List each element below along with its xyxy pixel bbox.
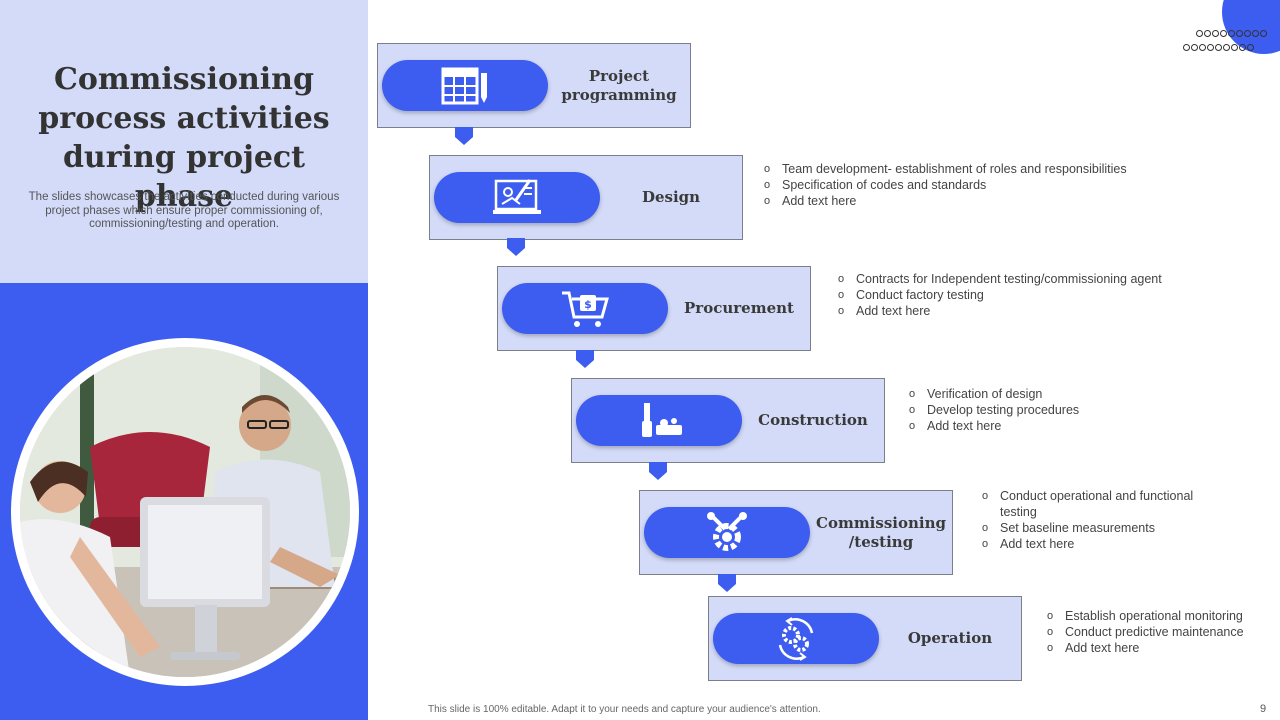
bullet-item: Conduct predictive maintenance [1047,624,1244,640]
decorative-dots-row-2 [1183,44,1254,51]
operation-bullets: Establish operational monitoring Conduct… [1047,608,1244,656]
bullet-item: Develop testing procedures [909,402,1079,418]
step-icon-pill: $ [502,283,668,334]
office-photo [11,338,359,686]
step-arrow-4 [649,462,667,480]
slide-title: Commissioning process activities during … [38,62,330,214]
office-scene-illustration [20,347,350,677]
step-label: Project programming [561,66,677,104]
commissioning-bullets: Conduct operational and functional testi… [982,488,1222,552]
step-project-programming: Project programming [377,43,691,128]
bullet-item: Team development- establishment of roles… [764,161,1127,177]
step-icon-pill [644,507,810,558]
step-operation: Operation [708,596,1022,681]
step-label: Design [641,188,701,206]
gear-wrench-icon [707,511,747,551]
decorative-dots-row-1 [1196,30,1267,37]
step-label: Operation [907,629,993,647]
step-icon-pill [576,395,742,446]
step-arrow-1 [455,127,473,145]
step-arrow-3 [576,350,594,368]
svg-text:$: $ [584,298,592,311]
gears-cycle-icon [778,616,814,661]
bullet-item: Establish operational monitoring [1047,608,1244,624]
step-label: Construction [758,411,868,429]
bullet-item: Conduct factory testing [838,287,1162,303]
bullet-item: Add text here [1047,640,1244,656]
calendar-icon [441,67,487,104]
step-procurement: $ Procurement [497,266,811,351]
bullet-item: Add text here [764,193,1127,209]
step-construction: Construction [571,378,885,463]
bullet-item: Specification of codes and standards [764,177,1127,193]
step-commissioning-testing: Commissioning /testing [639,490,953,575]
procurement-bullets: Contracts for Independent testing/commis… [838,271,1162,319]
bullet-item: Add text here [982,536,1222,552]
step-label: Commissioning /testing [816,513,946,551]
design-screen-icon [493,178,541,214]
title-panel [0,0,368,283]
bullet-item: Set baseline measurements [982,520,1222,536]
step-arrow-5 [718,574,736,592]
bullet-item: Contracts for Independent testing/commis… [838,271,1162,287]
design-bullets: Team development- establishment of roles… [764,161,1127,209]
step-icon-pill [382,60,548,111]
bullet-item: Conduct operational and functional testi… [982,488,1222,520]
construction-tools-icon [642,402,682,437]
page-number: 9 [1260,703,1267,715]
bullet-item: Add text here [838,303,1162,319]
step-icon-pill [713,613,879,664]
bullet-item: Add text here [909,418,1079,434]
shopping-cart-icon: $ [562,291,609,327]
slide-subtitle: The slides showcases the activities cond… [28,191,340,230]
step-design: Design [429,155,743,240]
step-arrow-2 [507,238,525,256]
footer-note: This slide is 100% editable. Adapt it to… [428,704,821,715]
construction-bullets: Verification of design Develop testing p… [909,386,1079,434]
step-label: Procurement [684,299,794,317]
bullet-item: Verification of design [909,386,1079,402]
step-icon-pill [434,172,600,223]
